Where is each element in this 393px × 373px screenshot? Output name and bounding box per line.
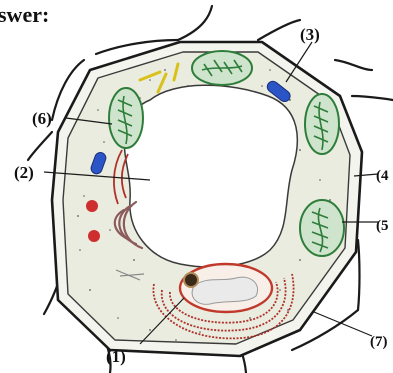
chloroplast-right-upper bbox=[305, 94, 339, 154]
label-4: (4 bbox=[376, 168, 389, 184]
nucleus bbox=[180, 264, 272, 312]
label-7: (7) bbox=[370, 334, 388, 350]
chloroplast-left bbox=[109, 88, 143, 148]
label-6: (6) bbox=[32, 109, 52, 128]
chloroplast-right-lower bbox=[300, 200, 344, 256]
label-1: (1) bbox=[106, 347, 126, 366]
label-2: (2) bbox=[14, 163, 34, 182]
label-3: (3) bbox=[300, 25, 320, 44]
label-5: (5 bbox=[376, 218, 389, 234]
central-vacuole bbox=[124, 85, 297, 267]
header-fragment: swer: bbox=[0, 2, 49, 27]
chloroplast-top bbox=[192, 51, 252, 85]
